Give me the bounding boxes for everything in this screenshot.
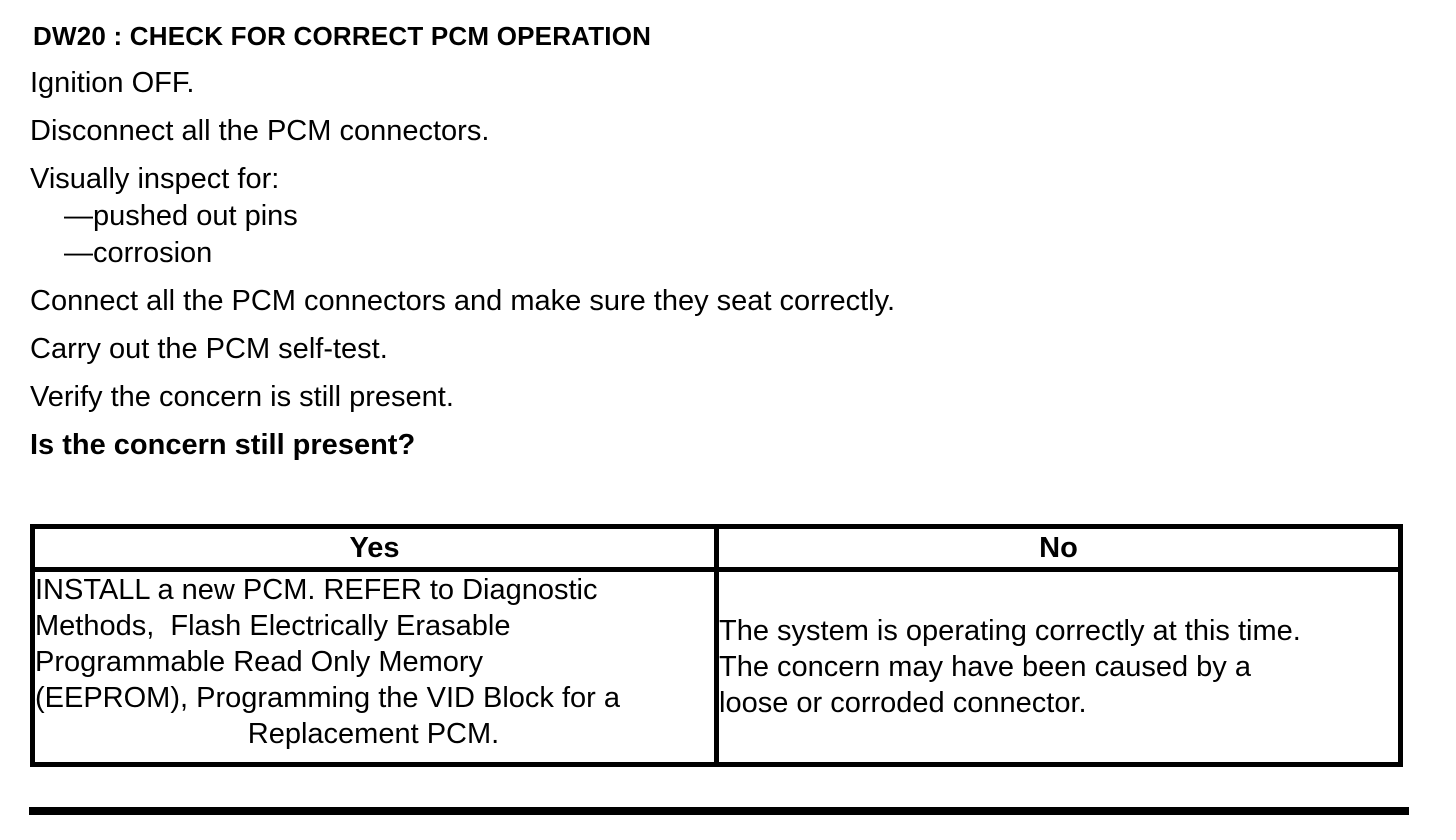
- yes-action-line: Programmable Read Only Memory: [35, 646, 484, 678]
- yes-action-line: (EEPROM), Programming the VID Block for …: [35, 682, 620, 714]
- no-column-header: No: [714, 524, 1403, 572]
- pinpoint-test-title: DW20 : CHECK FOR CORRECT PCM OPERATION: [33, 21, 652, 51]
- decision-table-body-row: INSTALL a new PCM. REFER to Diagnostic M…: [30, 567, 1403, 767]
- yes-action-line-last: Replacement PCM.: [247, 718, 500, 750]
- yes-column-header: Yes: [30, 524, 719, 572]
- decision-table: Yes No INSTALL a new PCM. REFER to Diagn…: [30, 524, 1403, 767]
- yes-action-line: Methods, Flash Electrically Erasable: [35, 610, 511, 642]
- step-verify-concern: Verify the concern is still present.: [30, 381, 454, 413]
- no-action-line: The system is operating correctly at thi…: [719, 615, 1301, 647]
- no-action-line: loose or corroded connector.: [719, 687, 1087, 719]
- step-connect-connectors: Connect all the PCM connectors and make …: [30, 285, 896, 317]
- step-visually-inspect: Visually inspect for:: [30, 163, 280, 195]
- step-self-test: Carry out the PCM self-test.: [30, 333, 388, 365]
- step-ignition-off: Ignition OFF.: [30, 67, 195, 99]
- no-action-line: The concern may have been caused by a: [719, 651, 1251, 683]
- yes-action-line: INSTALL a new PCM. REFER to Diagnostic: [35, 574, 598, 606]
- inspect-item-corrosion: —corrosion: [64, 237, 213, 269]
- inspect-item-pushed-out-pins: —pushed out pins: [64, 200, 298, 232]
- yes-action-cell: INSTALL a new PCM. REFER to Diagnostic M…: [30, 567, 719, 767]
- no-action-cell: The system is operating correctly at thi…: [714, 567, 1403, 767]
- decision-table-header-row: Yes No: [30, 524, 1403, 572]
- section-divider-rule: [29, 807, 1409, 815]
- step-disconnect-connectors: Disconnect all the PCM connectors.: [30, 115, 490, 147]
- decision-question: Is the concern still present?: [30, 429, 416, 461]
